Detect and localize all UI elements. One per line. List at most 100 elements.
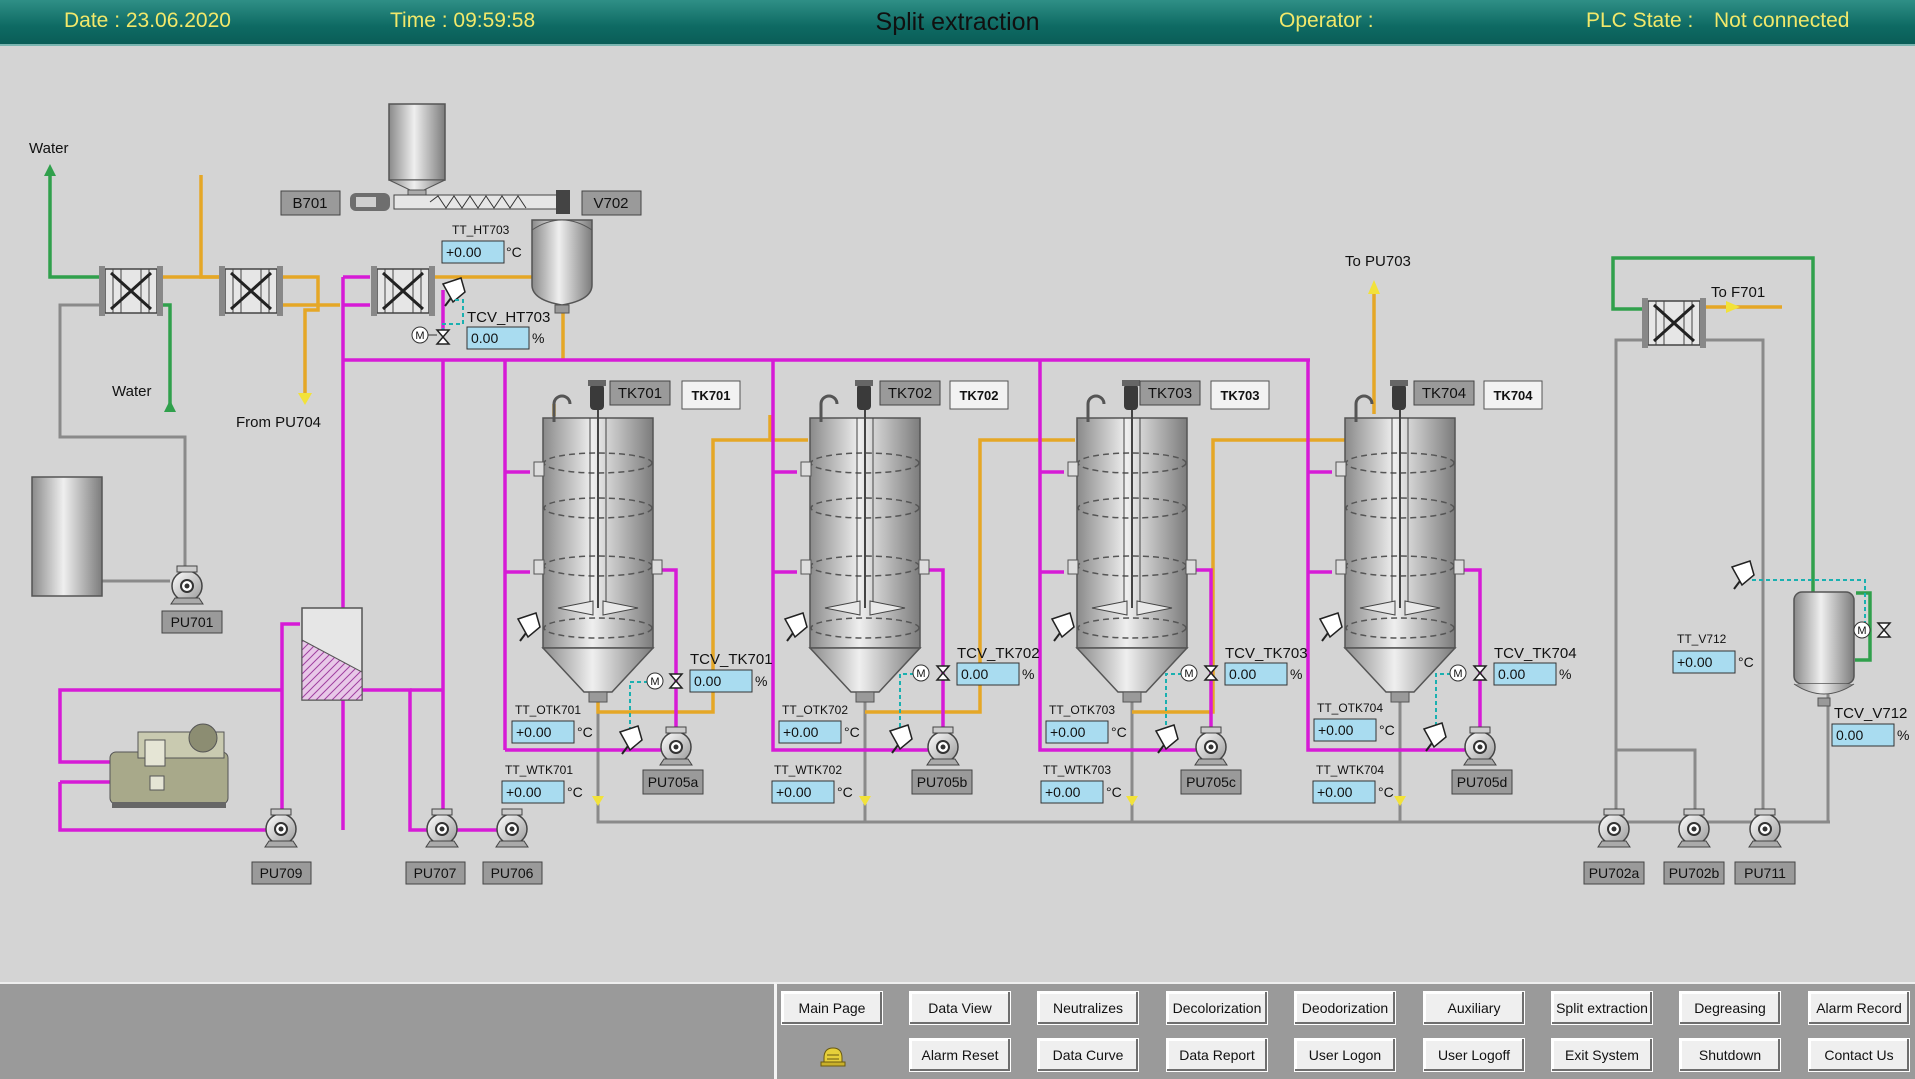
pu705d-label: PU705d xyxy=(1457,774,1508,790)
pump-pu709-icon[interactable] xyxy=(264,808,298,848)
tt-otk701-unit: °C xyxy=(577,724,593,740)
actuator-tk704-icon[interactable] xyxy=(1423,722,1447,752)
tcv-tk701-value: 0.00 xyxy=(694,673,721,689)
data-curve-button[interactable]: Data Curve xyxy=(1037,1038,1139,1072)
tk702-button[interactable] xyxy=(949,380,1009,410)
actuator-tk702-side-icon[interactable] xyxy=(784,612,808,642)
svg-text:TK704: TK704 xyxy=(1493,388,1533,403)
motor-tk701-icon xyxy=(646,672,664,690)
svg-text:M: M xyxy=(916,668,925,680)
pu705b-label: PU705b xyxy=(917,774,968,790)
tt-ht703-value: +0.00 xyxy=(446,244,482,260)
pu702a-label: PU702a xyxy=(1589,865,1640,881)
tt-otk701-field xyxy=(511,720,575,744)
actuator-tk703-side-icon[interactable] xyxy=(1051,612,1075,642)
data-report-button[interactable]: Data Report xyxy=(1166,1038,1268,1072)
hopper xyxy=(388,103,446,198)
motor-tk703-icon xyxy=(1180,664,1198,682)
alarm-reset-button[interactable]: Alarm Reset xyxy=(909,1038,1011,1072)
tcv-ht703-tag: TCV_HT703 xyxy=(467,309,550,326)
svg-text:M: M xyxy=(650,676,659,688)
deodorization-button[interactable]: Deodorization xyxy=(1294,991,1396,1025)
pump-pu702a-icon[interactable] xyxy=(1597,808,1631,848)
pump-pu705a-icon[interactable] xyxy=(659,726,693,766)
shutdown-button[interactable]: Shutdown xyxy=(1679,1038,1781,1072)
pu706-label: PU706 xyxy=(491,865,534,881)
data-view-button[interactable]: Data View xyxy=(909,991,1011,1025)
valve-ht703-icon[interactable] xyxy=(436,329,450,345)
pu701-label: PU701 xyxy=(171,614,214,630)
user-logon-button[interactable]: User Logon xyxy=(1294,1038,1396,1072)
tk702-label: TK702 xyxy=(888,385,932,402)
magenta-pipes xyxy=(58,275,1482,832)
svg-text:M: M xyxy=(415,330,424,342)
actuator-v712-icon[interactable] xyxy=(1731,560,1755,590)
tt-otk703-field xyxy=(1045,720,1109,744)
actuator-ht703-icon[interactable] xyxy=(442,277,466,307)
motor-v712-icon xyxy=(1853,621,1871,639)
tank-tk701 xyxy=(532,378,664,704)
user-logoff-button[interactable]: User Logoff xyxy=(1423,1038,1525,1072)
tcv-tk703-tag: TCV_TK703 xyxy=(1225,645,1308,662)
svg-text:TK701: TK701 xyxy=(691,388,730,403)
heat-exchanger-1 xyxy=(97,264,165,318)
tk703-label-box xyxy=(1139,380,1201,406)
tcv-tk704-unit: % xyxy=(1559,666,1571,682)
pump-pu702b-icon[interactable] xyxy=(1677,808,1711,848)
plc-state-value: Not connected xyxy=(1714,9,1850,32)
split-extraction-button[interactable]: Split extraction xyxy=(1551,991,1653,1025)
tank-tk703 xyxy=(1066,378,1198,704)
pump-pu705b-icon[interactable] xyxy=(926,726,960,766)
pu707-label: PU707 xyxy=(414,865,457,881)
tt-otk703-unit: °C xyxy=(1111,724,1127,740)
pump-pu705d-icon[interactable] xyxy=(1463,726,1497,766)
pump-pu705c-icon[interactable] xyxy=(1194,726,1228,766)
tk703-label: TK703 xyxy=(1148,385,1192,402)
tk701-button[interactable] xyxy=(681,380,741,410)
actuator-tk704-side-icon[interactable] xyxy=(1319,612,1343,642)
tt-otk702-field xyxy=(778,720,842,744)
water-mid-label: Water xyxy=(112,383,151,400)
tt-v712-unit: °C xyxy=(1738,654,1754,670)
tt-otk702-unit: °C xyxy=(844,724,860,740)
main-page-button[interactable]: Main Page xyxy=(781,991,883,1025)
pump-pu707-icon[interactable] xyxy=(425,808,459,848)
tk703-button[interactable] xyxy=(1210,380,1270,410)
degreasing-button[interactable]: Degreasing xyxy=(1679,991,1781,1025)
alarm-bell-icon[interactable] xyxy=(818,1040,848,1070)
auxiliary-button[interactable]: Auxiliary xyxy=(1423,991,1525,1025)
exit-system-button[interactable]: Exit System xyxy=(1551,1038,1653,1072)
tt-wtk701-tag: TT_WTK701 xyxy=(505,763,573,777)
heat-exchanger-2 xyxy=(217,264,285,318)
tcv-tk701-field xyxy=(689,669,753,693)
page-title: Split extraction xyxy=(875,8,1040,36)
tk702-label-box xyxy=(879,380,941,406)
neutralizes-button[interactable]: Neutralizes xyxy=(1037,991,1139,1025)
valve-tk704-icon[interactable] xyxy=(1473,665,1487,681)
tk701-label-box xyxy=(609,380,671,406)
footer-left-panel xyxy=(0,982,774,1079)
alarm-record-button[interactable]: Alarm Record xyxy=(1808,991,1910,1025)
valve-tk703-icon[interactable] xyxy=(1204,665,1218,681)
tt-wtk702-tag: TT_WTK702 xyxy=(774,763,842,777)
tk704-button[interactable] xyxy=(1483,380,1543,410)
contact-us-button[interactable]: Contact Us xyxy=(1808,1038,1910,1072)
b701-label: B701 xyxy=(292,195,327,212)
tt-wtk704-tag: TT_WTK704 xyxy=(1316,763,1384,777)
actuator-tk701-side-icon[interactable] xyxy=(517,612,541,642)
svg-text:M: M xyxy=(1857,625,1866,637)
tt-ht703-tag: TT_HT703 xyxy=(452,223,510,237)
valve-tk702-icon[interactable] xyxy=(936,665,950,681)
valve-v712-icon[interactable] xyxy=(1877,622,1891,638)
valve-tk701-icon[interactable] xyxy=(669,673,683,689)
pump-pu711-icon[interactable] xyxy=(1748,808,1782,848)
decolorization-button[interactable]: Decolorization xyxy=(1166,991,1268,1025)
pump-pu706-icon[interactable] xyxy=(495,808,529,848)
vessel-v702 xyxy=(531,219,593,314)
pump-pu701-icon[interactable] xyxy=(170,565,204,605)
tank-tk704 xyxy=(1334,378,1466,704)
heat-exchanger-4 xyxy=(1640,296,1708,350)
water-top-label: Water xyxy=(29,140,68,157)
tt-wtk701-field xyxy=(501,780,565,804)
pu711-label: PU711 xyxy=(1744,865,1786,881)
